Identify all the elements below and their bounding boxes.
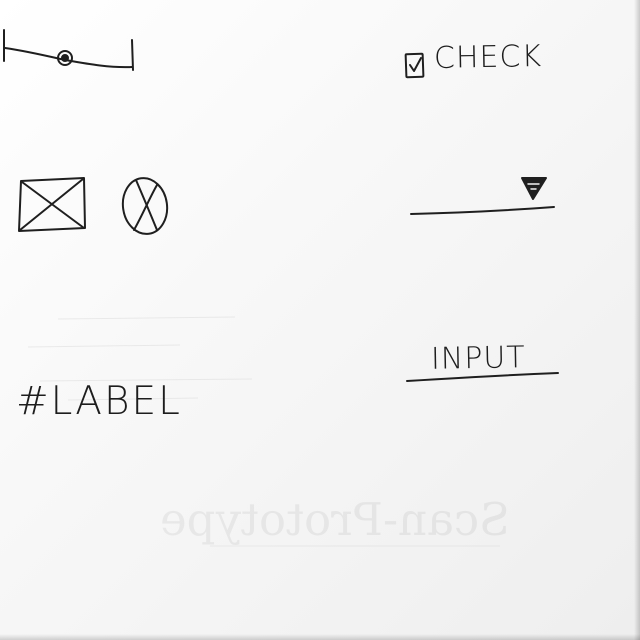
close-x-a-icon [135, 179, 158, 231]
checkmark-icon [409, 57, 422, 72]
slider-widget[interactable] [3, 29, 134, 71]
checkbox-widget[interactable] [404, 52, 425, 79]
input-widget-text[interactable]: INPUT [430, 340, 526, 377]
close-button-circle[interactable] [119, 175, 170, 237]
slider-right-end-icon [131, 39, 134, 71]
label-widget-text: #LABEL [16, 379, 182, 424]
input-widget[interactable] [406, 372, 559, 382]
paper-bottom-shadow [0, 634, 640, 640]
dropdown-underline[interactable] [410, 206, 555, 215]
checkbox-box-icon[interactable] [404, 52, 425, 79]
dropdown-widget[interactable] [410, 177, 555, 215]
image-placeholder-cross-a [21, 181, 85, 229]
slider-thumb[interactable] [57, 50, 73, 66]
dropdown-chevron-detail-icon [527, 183, 540, 190]
checkbox-label: CHECK [433, 39, 543, 76]
input-underline[interactable] [406, 372, 559, 382]
slider-thumb-dot-icon [61, 54, 69, 62]
close-x-b-icon [133, 184, 158, 231]
image-placeholder-cross-b [19, 178, 84, 231]
image-placeholder-widget [18, 177, 86, 232]
close-button-widget[interactable] [119, 175, 170, 237]
paper-right-shadow [634, 0, 640, 640]
